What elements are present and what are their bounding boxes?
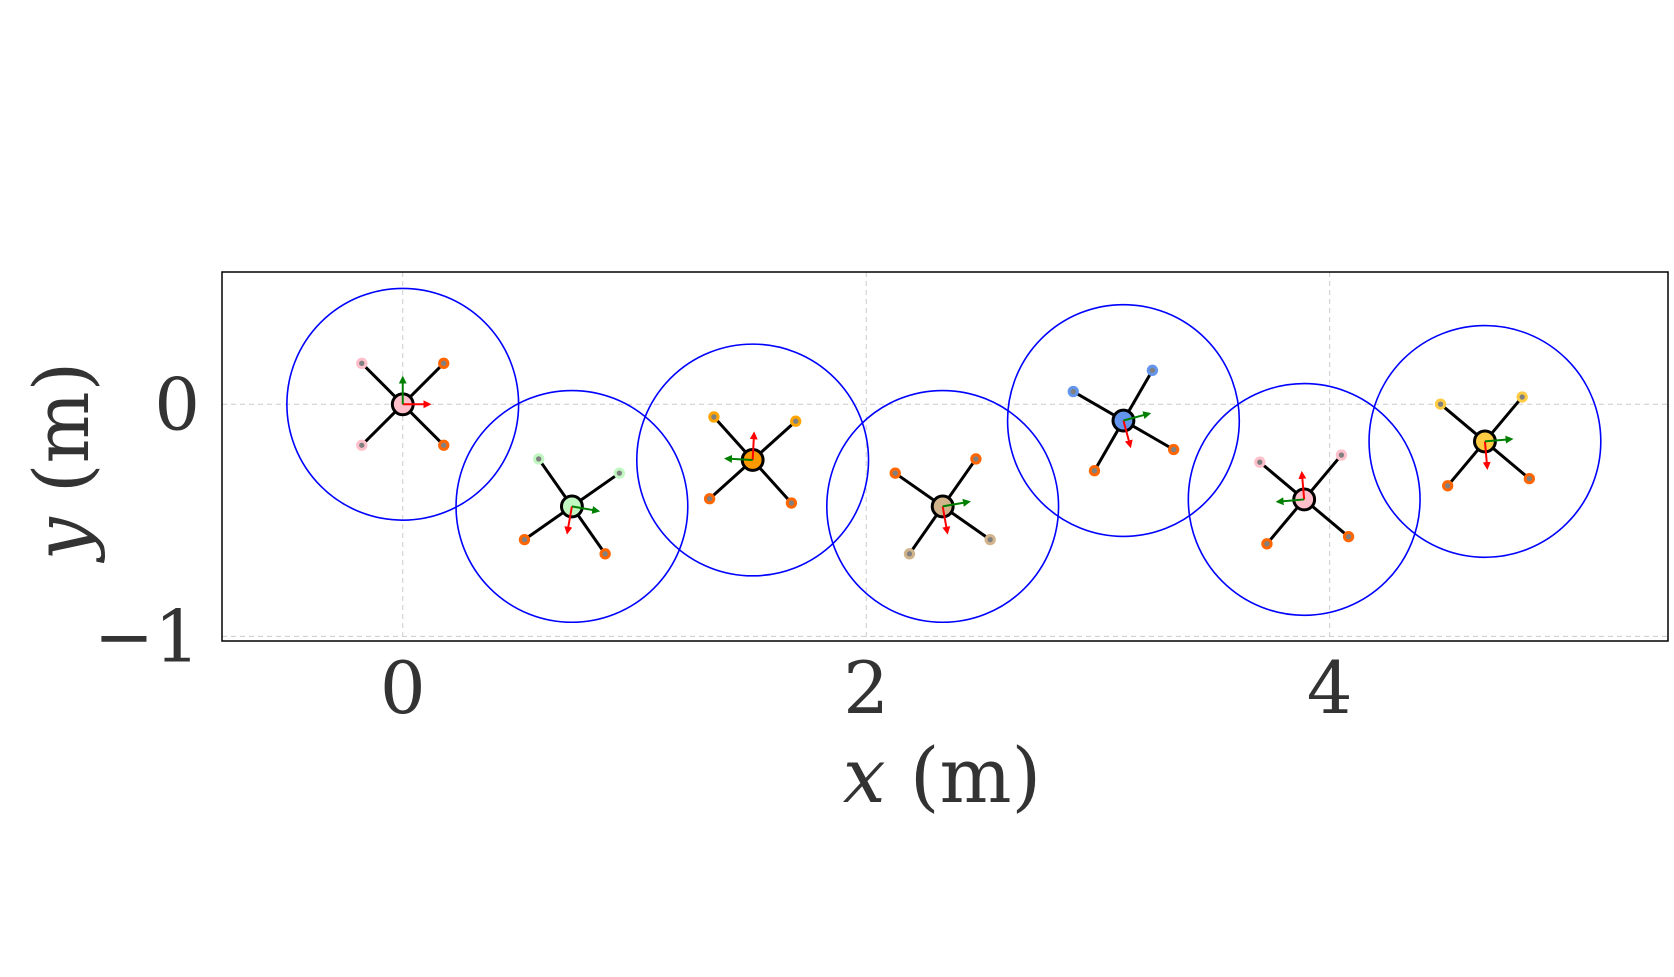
- camera-marker: [708, 411, 720, 423]
- safety-ring: [1006, 303, 1241, 538]
- heading-arrow: [941, 506, 951, 535]
- camera-marker: [790, 415, 802, 427]
- lateral-arrow: [724, 454, 753, 463]
- camera-marker: [1523, 472, 1535, 485]
- heading-arrow: [749, 431, 758, 461]
- robot-7: [1368, 324, 1602, 559]
- tick-labels: 0 2 4 0 −1: [94, 362, 1353, 730]
- safety-ring: [1187, 382, 1421, 617]
- safety-ring: [635, 343, 870, 577]
- heading-arrow: [1482, 441, 1491, 470]
- y-tick-label: 0: [154, 362, 200, 446]
- x-tick-label: 2: [843, 646, 889, 730]
- heading-arrow: [1298, 470, 1307, 500]
- lateral-arrow: [1275, 497, 1305, 506]
- camera-marker: [356, 357, 368, 369]
- grid: [222, 272, 1668, 641]
- camera-marker: [1516, 391, 1528, 403]
- camera-marker: [1342, 531, 1355, 543]
- plot-frame: [221, 271, 1669, 642]
- robot-4: [826, 389, 1060, 624]
- heading-arrow: [1122, 420, 1133, 449]
- robot-6: [1187, 382, 1421, 617]
- camera-marker: [533, 453, 545, 465]
- camera-marker: [703, 493, 716, 505]
- safety-ring: [455, 389, 689, 624]
- robots: [286, 287, 1602, 624]
- camera-marker: [356, 439, 368, 451]
- camera-marker: [970, 453, 982, 465]
- camera-marker: [518, 533, 531, 546]
- x-tick-label: 0: [380, 646, 426, 730]
- camera-marker: [1335, 449, 1348, 461]
- camera-marker: [1088, 465, 1101, 477]
- x-axis-label: x (m): [843, 731, 1041, 820]
- camera-marker: [438, 439, 450, 451]
- y-axis-unit: (m): [17, 362, 106, 493]
- camera-marker: [785, 497, 798, 509]
- camera-marker: [1167, 443, 1180, 456]
- lateral-arrow: [1123, 411, 1152, 422]
- y-axis-label: y (m): [17, 362, 106, 563]
- lateral-arrow: [942, 498, 971, 508]
- x-axis-variable: x: [843, 731, 886, 820]
- camera-marker: [613, 467, 626, 479]
- x-axis-unit: (m): [910, 731, 1041, 820]
- camera-marker: [1146, 364, 1159, 377]
- robot-3: [635, 343, 870, 577]
- camera-marker: [1434, 398, 1447, 410]
- robot-2: [455, 389, 689, 624]
- camera-marker: [1254, 456, 1266, 468]
- lateral-arrow: [571, 505, 601, 514]
- y-axis-variable: y: [17, 516, 106, 563]
- robot-5: [1006, 303, 1241, 538]
- safety-ring: [826, 389, 1060, 624]
- heading-arrow: [564, 506, 573, 535]
- camera-marker: [599, 548, 611, 560]
- camera-marker: [1261, 538, 1273, 550]
- camera-marker: [438, 357, 450, 369]
- robot-1: [286, 287, 520, 521]
- camera-marker: [903, 548, 916, 560]
- camera-marker: [984, 533, 996, 546]
- lateral-arrow: [1484, 435, 1514, 444]
- camera-marker: [889, 467, 901, 479]
- camera-marker: [1442, 480, 1454, 492]
- camera-marker: [1067, 385, 1079, 398]
- safety-ring: [1368, 324, 1602, 559]
- y-tick-label: −1: [94, 594, 200, 678]
- x-tick-label: 4: [1307, 646, 1353, 730]
